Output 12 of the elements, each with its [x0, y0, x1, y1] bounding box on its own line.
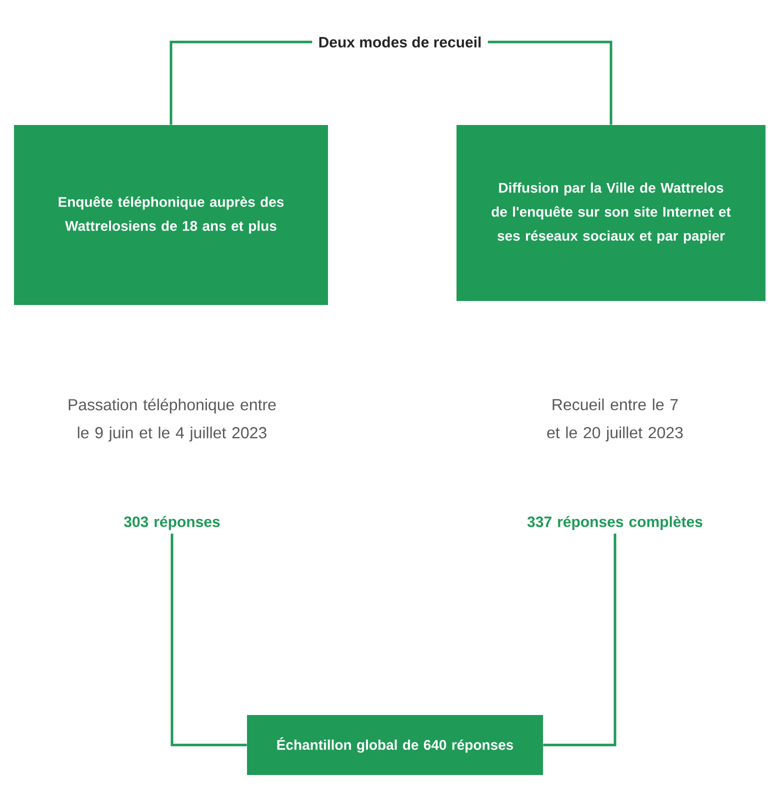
count-text: 303 réponses — [124, 516, 220, 530]
description-text: Passation téléphonique entre le 9 juin et le 4 juillet 2023 — [68, 398, 276, 442]
process-box: Enquête téléphonique auprès des Wattrelosiens de 18 ans et plus — [14, 125, 328, 305]
heading-text: Deux modes de recueil — [312, 30, 488, 54]
count-text: 337 réponses complètes — [527, 516, 702, 530]
description-text: Recueil entre le 7 et le 20 juillet 2023 — [547, 398, 683, 442]
connector-line — [170, 534, 247, 746]
connector-line — [543, 534, 616, 746]
connector-line — [488, 40, 612, 125]
process-box: Diffusion par la Ville de Wattrelos de l'enquête sur son site Internet et ses réseaux sociaux et par papier — [456, 125, 766, 301]
process-box: Échantillon global de 640 réponses — [247, 715, 543, 775]
connector-line — [170, 40, 312, 125]
